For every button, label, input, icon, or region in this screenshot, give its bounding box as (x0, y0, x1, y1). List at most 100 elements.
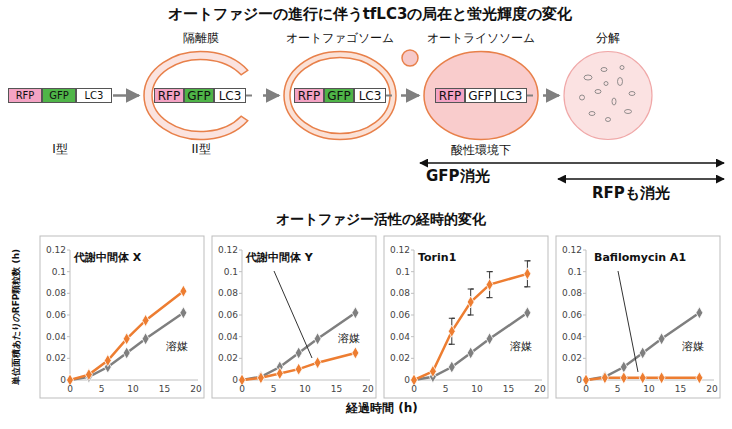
tick-label: 0 (411, 384, 417, 394)
construct-label: GFP (187, 88, 210, 104)
compartment-label: 隔離膜 (140, 30, 262, 46)
data-marker (696, 372, 703, 384)
data-marker (352, 347, 359, 359)
construct-label: LC3 (500, 88, 523, 104)
data-marker (467, 347, 474, 359)
lc3-tail (386, 95, 392, 97)
data-marker (448, 325, 455, 337)
tick-label: 0 (576, 375, 582, 385)
data-marker (639, 372, 646, 384)
tick-label: 0.08 (390, 288, 410, 298)
chart-axis (586, 250, 714, 380)
axis-tick (411, 358, 414, 359)
construct-box: LC3 (214, 88, 246, 103)
stage-arrow (263, 94, 279, 97)
tick-label: 0.12 (562, 245, 582, 255)
tick-label: 15 (503, 384, 514, 394)
compartment-node: 隔離膜 RFP GFP LC3 (140, 30, 262, 160)
axis-tick (411, 336, 414, 337)
compartment-node: 分解 (560, 30, 656, 160)
tick-label: 0.06 (218, 310, 238, 320)
axis-title: 経過時間 (h) (346, 402, 418, 416)
construct-label: GFP (468, 88, 491, 104)
tick-label: 0 (232, 375, 238, 385)
data-marker (142, 333, 149, 345)
tick-label: 5 (615, 384, 621, 394)
compartment-node: オートファゴソームRFPGFPLC3 (280, 30, 400, 160)
fragment-dot (620, 66, 624, 70)
tick-label: 0.06 (562, 310, 582, 320)
data-marker (524, 268, 531, 280)
quench-label: GFP消光 (426, 168, 490, 185)
data-marker (486, 333, 493, 345)
quench-label: RFPも消光 (592, 185, 670, 202)
axis-tick (239, 315, 242, 316)
tick-label: 20 (534, 384, 545, 394)
chart-panel (384, 236, 548, 398)
axis-tick (583, 250, 586, 251)
data-marker (620, 372, 627, 384)
tick-label: 0.04 (390, 331, 410, 341)
tick-label: 0.04 (218, 331, 238, 341)
series-label: Bafilomycin A1 (594, 252, 686, 265)
construct-label: LC3 (219, 88, 242, 104)
panel-frame (40, 236, 204, 398)
autophagosome-inner (290, 58, 390, 134)
tick-label: 0.1 (568, 266, 582, 276)
tick-label: 0.02 (46, 353, 66, 363)
leader-line (274, 271, 312, 358)
stage-arrow (401, 94, 419, 97)
data-marker (276, 367, 283, 379)
chart-title: オートファジー活性の経時的変化 (276, 211, 486, 227)
chart-panel (212, 236, 376, 398)
solvent-series (242, 313, 355, 380)
fragment-dot (604, 82, 608, 86)
axis-tick (67, 336, 70, 337)
construct-box: RFP (8, 88, 42, 103)
tick-label: 0.02 (390, 353, 410, 363)
construct-box: RFP (435, 88, 465, 103)
panel-frame (556, 236, 720, 398)
autophagosome-outer (284, 52, 396, 140)
data-marker (448, 361, 455, 373)
construct-label: GFP (327, 88, 350, 104)
construct-label: LC3 (359, 88, 382, 104)
error-bar (487, 272, 493, 298)
lc3-tail (527, 95, 533, 97)
compartment-label: オートライソソーム (420, 30, 542, 46)
panel-frame (212, 236, 376, 398)
data-marker (295, 363, 302, 375)
tick-label: 10 (643, 384, 654, 394)
axis-tick (67, 358, 70, 359)
axis-tick (67, 271, 70, 272)
tick-label: 0.08 (562, 288, 582, 298)
construct-box: GFP (184, 88, 214, 103)
construct-box: LC3 (354, 88, 386, 103)
chart-axis (242, 250, 370, 380)
series-label: 溶媒 (338, 333, 360, 346)
axis-tick (583, 358, 586, 359)
tick-label: 0.02 (562, 353, 582, 363)
data-marker (180, 285, 187, 297)
compartment-label: オートファゴソーム (280, 30, 400, 46)
construct-label: RFP (439, 88, 461, 104)
tick-label: 10 (127, 384, 138, 394)
fragment-dot (625, 110, 632, 114)
axis-tick (239, 358, 242, 359)
tick-label: 0 (60, 375, 66, 385)
tick-label: 0.04 (562, 331, 582, 341)
tick-label: 20 (190, 384, 201, 394)
data-marker (696, 307, 703, 319)
construct-label: RFP (158, 88, 180, 104)
axis-tick (583, 315, 586, 316)
axis-tick (239, 271, 242, 272)
tick-label: 0.12 (218, 245, 238, 255)
fragment-dot (601, 68, 607, 72)
treatment-series (70, 291, 183, 380)
tick-label: 10 (299, 384, 310, 394)
construct-box: LC3 (76, 88, 112, 103)
tick-label: 0.06 (390, 310, 410, 320)
tick-label: 0.12 (46, 245, 66, 255)
error-bar (468, 289, 474, 315)
construct-label: LC3 (85, 90, 104, 102)
